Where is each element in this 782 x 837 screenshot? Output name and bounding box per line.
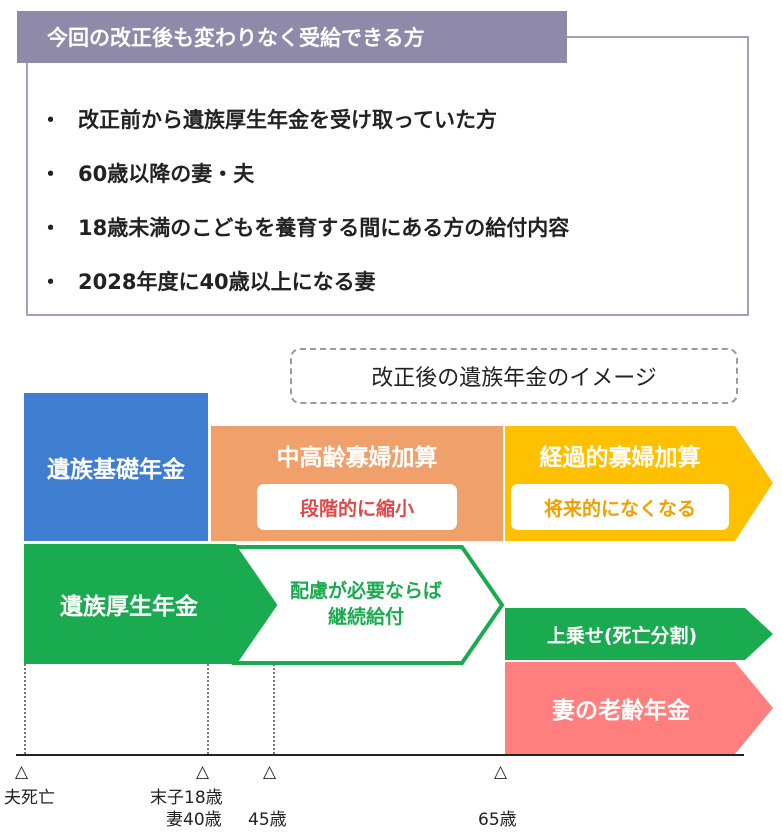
timeline-axis xyxy=(16,754,744,756)
guide-line xyxy=(273,664,275,754)
label-wife-40: 妻40歳 xyxy=(166,810,222,830)
triangle-marker-icon: △ xyxy=(15,762,29,782)
list-item-text: 18歳未満のこどもを養育する間にある方の給付内容 xyxy=(78,216,570,240)
block-transitional-widow-addition: 経過的寡婦加算 将来的になくなる xyxy=(505,426,773,541)
bullet-icon: ・ xyxy=(40,108,61,132)
guide-line xyxy=(207,664,209,754)
triangle-marker-icon: △ xyxy=(263,762,277,782)
label-youngest-child-18: 末子18歳 xyxy=(150,788,223,808)
block-title: 中高齢寡婦加算 xyxy=(276,445,438,471)
diagram-caption: 改正後の遺族年金のイメージ xyxy=(290,348,738,404)
triangle-marker-icon: △ xyxy=(196,762,210,782)
eligibility-title: 今回の改正後も変わりなく受給できる方 xyxy=(17,11,567,63)
block-survivor-employee-pension: 遺族厚生年金 xyxy=(24,544,274,664)
label-husband-death: 夫死亡 xyxy=(4,788,55,808)
list-item-text: 2028年度に40歳以上になる妻 xyxy=(78,270,376,294)
block-note: 段階的に縮小 xyxy=(257,484,457,530)
list-item-text: 60歳以降の妻・夫 xyxy=(78,162,255,186)
block-note: 将来的になくなる xyxy=(511,484,729,530)
list-item-text: 改正前から遺族厚生年金を受け取っていた方 xyxy=(78,108,497,132)
block-middle-aged-widow-addition: 中高齢寡婦加算 段階的に縮小 xyxy=(211,426,503,541)
list-item: ・改正前から遺族厚生年金を受け取っていた方 xyxy=(40,92,569,146)
eligibility-box xyxy=(26,36,749,316)
guide-line xyxy=(24,664,26,754)
block-line: 継続給付 xyxy=(327,606,404,628)
list-item: ・ 60歳以降の妻・夫 xyxy=(40,146,569,200)
block-continued-benefit: 配慮が必要ならば 継続給付 xyxy=(266,544,466,664)
arrow-outline-icon xyxy=(232,545,505,665)
block-wife-old-age-pension: 妻の老齢年金 xyxy=(505,662,773,754)
block-survivor-basic-pension: 遺族基礎年金 xyxy=(24,393,208,541)
bullet-icon: ・ xyxy=(40,216,61,240)
triangle-marker-icon: △ xyxy=(494,762,508,782)
block-transitional-widow-addition-wrap: 経過的寡婦加算 将来的になくなる xyxy=(505,426,773,541)
eligibility-list: ・改正前から遺族厚生年金を受け取っていた方 ・60歳以降の妻・夫 ・18歳未満の… xyxy=(40,92,569,308)
bullet-icon: ・ xyxy=(40,270,61,294)
list-item: ・ 18歳未満のこどもを養育する間にある方の給付内容 xyxy=(40,200,569,254)
label-age-65: 65歳 xyxy=(478,810,517,830)
label-age-45: 45歳 xyxy=(248,810,287,830)
block-top-up-death-split: 上乗せ(死亡分割) xyxy=(505,608,773,660)
block-line: 配慮が必要ならば xyxy=(289,580,442,602)
list-item: ・ 2028年度に40歳以上になる妻 xyxy=(40,254,569,308)
bullet-icon: ・ xyxy=(40,162,61,186)
block-title: 経過的寡婦加算 xyxy=(539,445,701,471)
